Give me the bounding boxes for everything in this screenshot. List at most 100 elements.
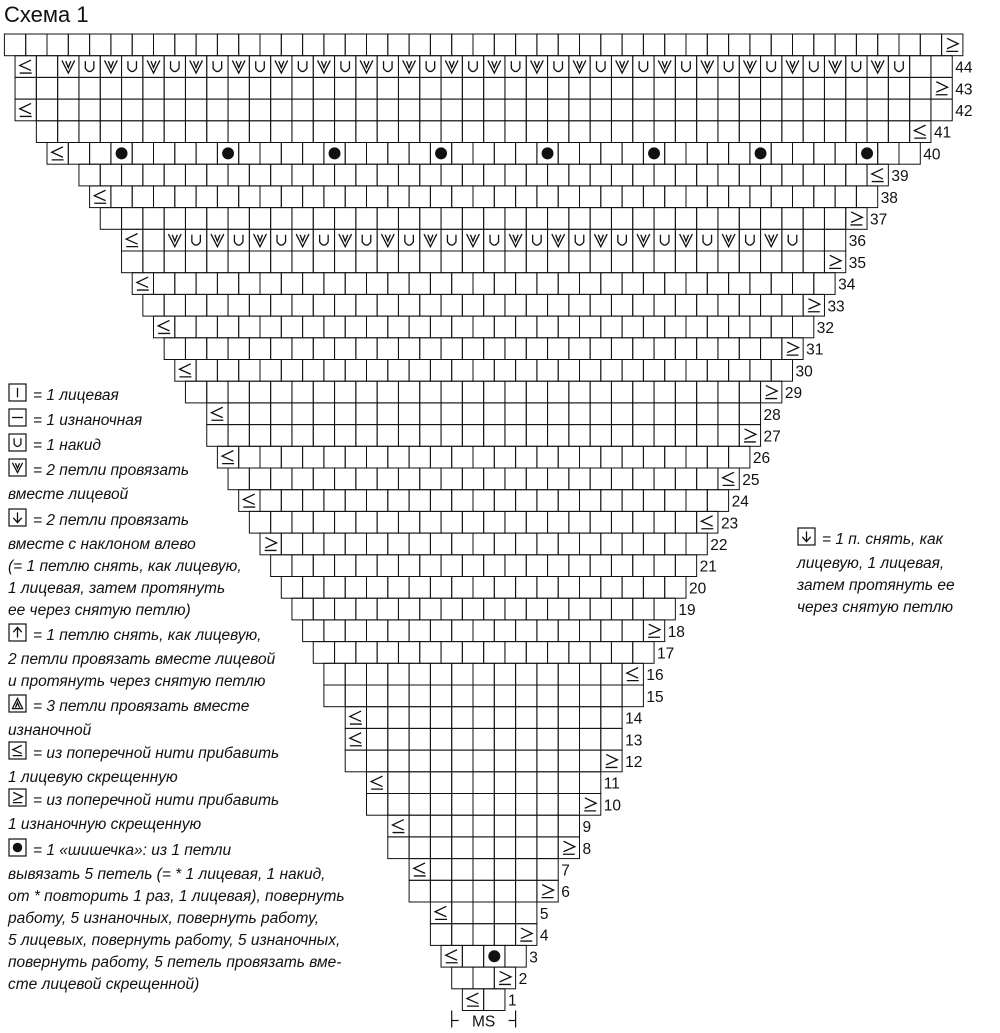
stitch	[78, 76, 101, 100]
legend-m1-knit: = из поперечной нити прибавить 1 лицевую…	[8, 741, 279, 789]
stitch	[344, 619, 368, 643]
stitch	[472, 662, 495, 686]
stitch	[291, 510, 314, 534]
stitch	[334, 597, 357, 621]
stitch	[440, 424, 463, 447]
m1-purl-stitch	[802, 293, 825, 317]
stitch	[515, 445, 538, 469]
stitch	[802, 76, 825, 100]
stitch	[312, 337, 336, 360]
stitch	[536, 33, 559, 57]
stitch	[302, 445, 325, 469]
stitch	[717, 380, 740, 404]
stitch	[632, 510, 655, 534]
stitch	[366, 793, 389, 816]
stitch	[813, 33, 836, 57]
m1-knit-stitch	[14, 55, 37, 78]
stitch	[376, 207, 399, 230]
knit-icon	[8, 383, 27, 409]
stitch	[717, 250, 740, 274]
stitch	[493, 706, 517, 729]
stitch	[344, 33, 368, 57]
stitch	[57, 98, 80, 122]
stitch	[760, 76, 783, 100]
stitch	[280, 489, 304, 512]
stitch	[461, 293, 485, 317]
stitch	[334, 120, 357, 144]
stitch	[216, 185, 240, 209]
stitch	[493, 793, 517, 816]
stitch	[451, 185, 474, 209]
k2tog-stitch	[334, 228, 357, 252]
stitch	[568, 120, 591, 144]
stitch	[515, 619, 538, 643]
stitch	[99, 207, 123, 230]
stitch	[238, 359, 261, 382]
stitch	[589, 402, 612, 426]
stitch	[493, 576, 517, 599]
stitch	[248, 510, 272, 534]
stitch	[600, 33, 623, 57]
stitch	[813, 142, 836, 165]
bobble-stitch	[749, 142, 772, 165]
stitch	[579, 445, 602, 469]
stitch	[397, 120, 421, 144]
stitch	[515, 901, 538, 925]
stitch	[632, 337, 655, 360]
yarn-over-stitch	[206, 55, 229, 78]
stitch	[280, 576, 304, 599]
stitch	[344, 359, 368, 382]
row-number: 29	[785, 385, 802, 402]
stitch	[706, 33, 730, 57]
m1-knit-stitch	[131, 272, 154, 295]
stitch	[163, 76, 186, 100]
stitch	[642, 489, 666, 512]
stitch	[717, 120, 740, 144]
stitch	[408, 272, 431, 295]
stitch	[429, 185, 453, 209]
bobble-stitch	[216, 142, 240, 165]
k2tog-stitch	[440, 55, 463, 78]
chart-row-44: 44	[14, 55, 973, 78]
stitch	[184, 207, 208, 230]
stitch	[355, 293, 378, 317]
stitch	[493, 749, 517, 773]
stitch	[674, 250, 698, 274]
stitch	[323, 315, 346, 339]
stitch	[738, 380, 762, 404]
stitch	[696, 250, 719, 274]
m1-knit-stitch	[238, 489, 261, 512]
yarn-over-stitch	[632, 55, 655, 78]
yarn-over-stitch	[653, 228, 676, 252]
stitch	[717, 402, 740, 426]
stitch	[461, 163, 485, 187]
stitch	[579, 315, 602, 339]
stitch	[206, 76, 229, 100]
stitch	[557, 771, 581, 794]
stitch	[238, 185, 261, 209]
yarn-over-stitch	[547, 55, 570, 78]
stitch	[536, 619, 559, 643]
stitch	[270, 337, 293, 360]
stitch	[302, 532, 325, 556]
stitch	[845, 76, 868, 100]
stitch	[472, 814, 495, 838]
stitch	[472, 33, 495, 57]
stitch	[909, 76, 932, 100]
stitch	[142, 293, 165, 317]
stitch	[227, 163, 250, 187]
stitch	[376, 76, 399, 100]
stitch	[706, 489, 730, 512]
stitch	[579, 532, 602, 556]
stitch	[845, 98, 868, 122]
stitch	[579, 185, 602, 209]
stitch	[248, 402, 272, 426]
stitch	[440, 293, 463, 317]
row-number: 28	[764, 407, 781, 424]
stitch	[909, 98, 932, 122]
chart-title: Схема 1	[4, 2, 89, 27]
stitch	[451, 445, 474, 469]
stitch	[674, 98, 698, 122]
stitch	[823, 228, 847, 252]
stitch	[589, 207, 612, 230]
